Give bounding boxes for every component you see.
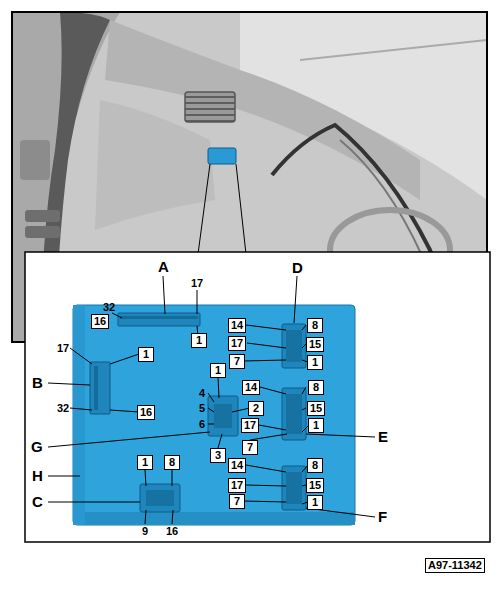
pin-number: 1: [143, 348, 149, 360]
pin-callout-box: 15: [306, 478, 324, 493]
pin-number: 8: [313, 381, 319, 393]
pin-callout-box: 17: [228, 478, 246, 493]
pin-callout-box: 16: [137, 405, 155, 420]
pin-callout-box: 1: [210, 363, 226, 378]
pin-number: 15: [310, 402, 322, 414]
pin-callout-box: 17: [228, 336, 246, 351]
pin-number: 15: [309, 338, 321, 350]
pin-callout-box: 3: [210, 448, 226, 463]
connector-letter: D: [292, 260, 303, 277]
pin-number: 16: [94, 315, 106, 327]
pin-callout-box: 7: [229, 494, 245, 509]
connector-letter: C: [32, 494, 43, 511]
pin-number: 1: [312, 496, 318, 508]
pin-callout-box: 7: [229, 354, 245, 369]
pin-callout-box: 14: [228, 318, 246, 333]
pin-number: 2: [253, 402, 259, 414]
pin-callout-box: 14: [228, 458, 246, 473]
pin-callout-box: 17: [241, 418, 259, 433]
pin-number: 5: [199, 402, 205, 414]
pin-number: 1: [196, 334, 202, 346]
figure-id: A97-11342: [428, 559, 482, 571]
pin-number: 14: [245, 381, 257, 393]
pin-number: 32: [103, 301, 115, 313]
pin-callout-box: 8: [308, 380, 324, 395]
pin-number: 8: [312, 319, 318, 331]
pin-number: 17: [231, 337, 243, 349]
pin-number: 14: [231, 459, 243, 471]
pin-callout-box: 16: [91, 314, 109, 329]
pin-number: 4: [199, 387, 205, 399]
pin-number: 7: [247, 441, 253, 453]
pin-callout-box: 15: [307, 401, 325, 416]
pin-callout-box: 1: [307, 355, 323, 370]
connector-letter: B: [32, 375, 43, 392]
pin-number: 16: [166, 525, 178, 537]
pin-number: 8: [169, 456, 175, 468]
pin-number: 8: [312, 459, 318, 471]
pin-number: 7: [234, 355, 240, 367]
pin-number: 1: [313, 419, 319, 431]
pin-callout-box: 8: [307, 458, 323, 473]
pin-callout-box: 1: [138, 347, 154, 362]
pin-number: 17: [231, 479, 243, 491]
pin-number: 3: [215, 449, 221, 461]
pin-number: 17: [57, 342, 69, 354]
pin-callout-box: 8: [307, 318, 323, 333]
pin-number: 16: [140, 406, 152, 418]
pin-callout-box: 14: [242, 380, 260, 395]
leader-lines: [48, 276, 375, 524]
connector-letter: G: [31, 439, 43, 456]
pin-callout-box: 2: [248, 401, 264, 416]
pin-callout-box: 1: [307, 495, 323, 510]
pin-number: 17: [191, 277, 203, 289]
pin-number: 14: [231, 319, 243, 331]
control-module: [73, 305, 355, 525]
pin-callout-box: 1: [308, 418, 324, 433]
figure-id-box: A97-11342: [425, 558, 485, 573]
pin-callout-box: 7: [242, 440, 258, 455]
connector-letter: F: [378, 509, 387, 526]
pin-callout-box: 1: [137, 455, 153, 470]
connector-letter: E: [378, 429, 388, 446]
pin-number: 7: [234, 495, 240, 507]
pin-number: 9: [142, 525, 148, 537]
pin-number: 17: [244, 419, 256, 431]
connector-letter: A: [158, 259, 169, 276]
inset-frame: [25, 252, 490, 542]
pin-callout-box: 15: [306, 337, 324, 352]
pin-callout-box: 8: [164, 455, 180, 470]
pin-number: 1: [312, 356, 318, 368]
pin-number: 6: [199, 418, 205, 430]
pin-number: 1: [215, 364, 221, 376]
pin-number: 32: [57, 402, 69, 414]
pin-number: 1: [142, 456, 148, 468]
pin-number: 15: [309, 479, 321, 491]
pin-callout-box: 1: [191, 333, 207, 348]
connector-letter: H: [32, 468, 43, 485]
